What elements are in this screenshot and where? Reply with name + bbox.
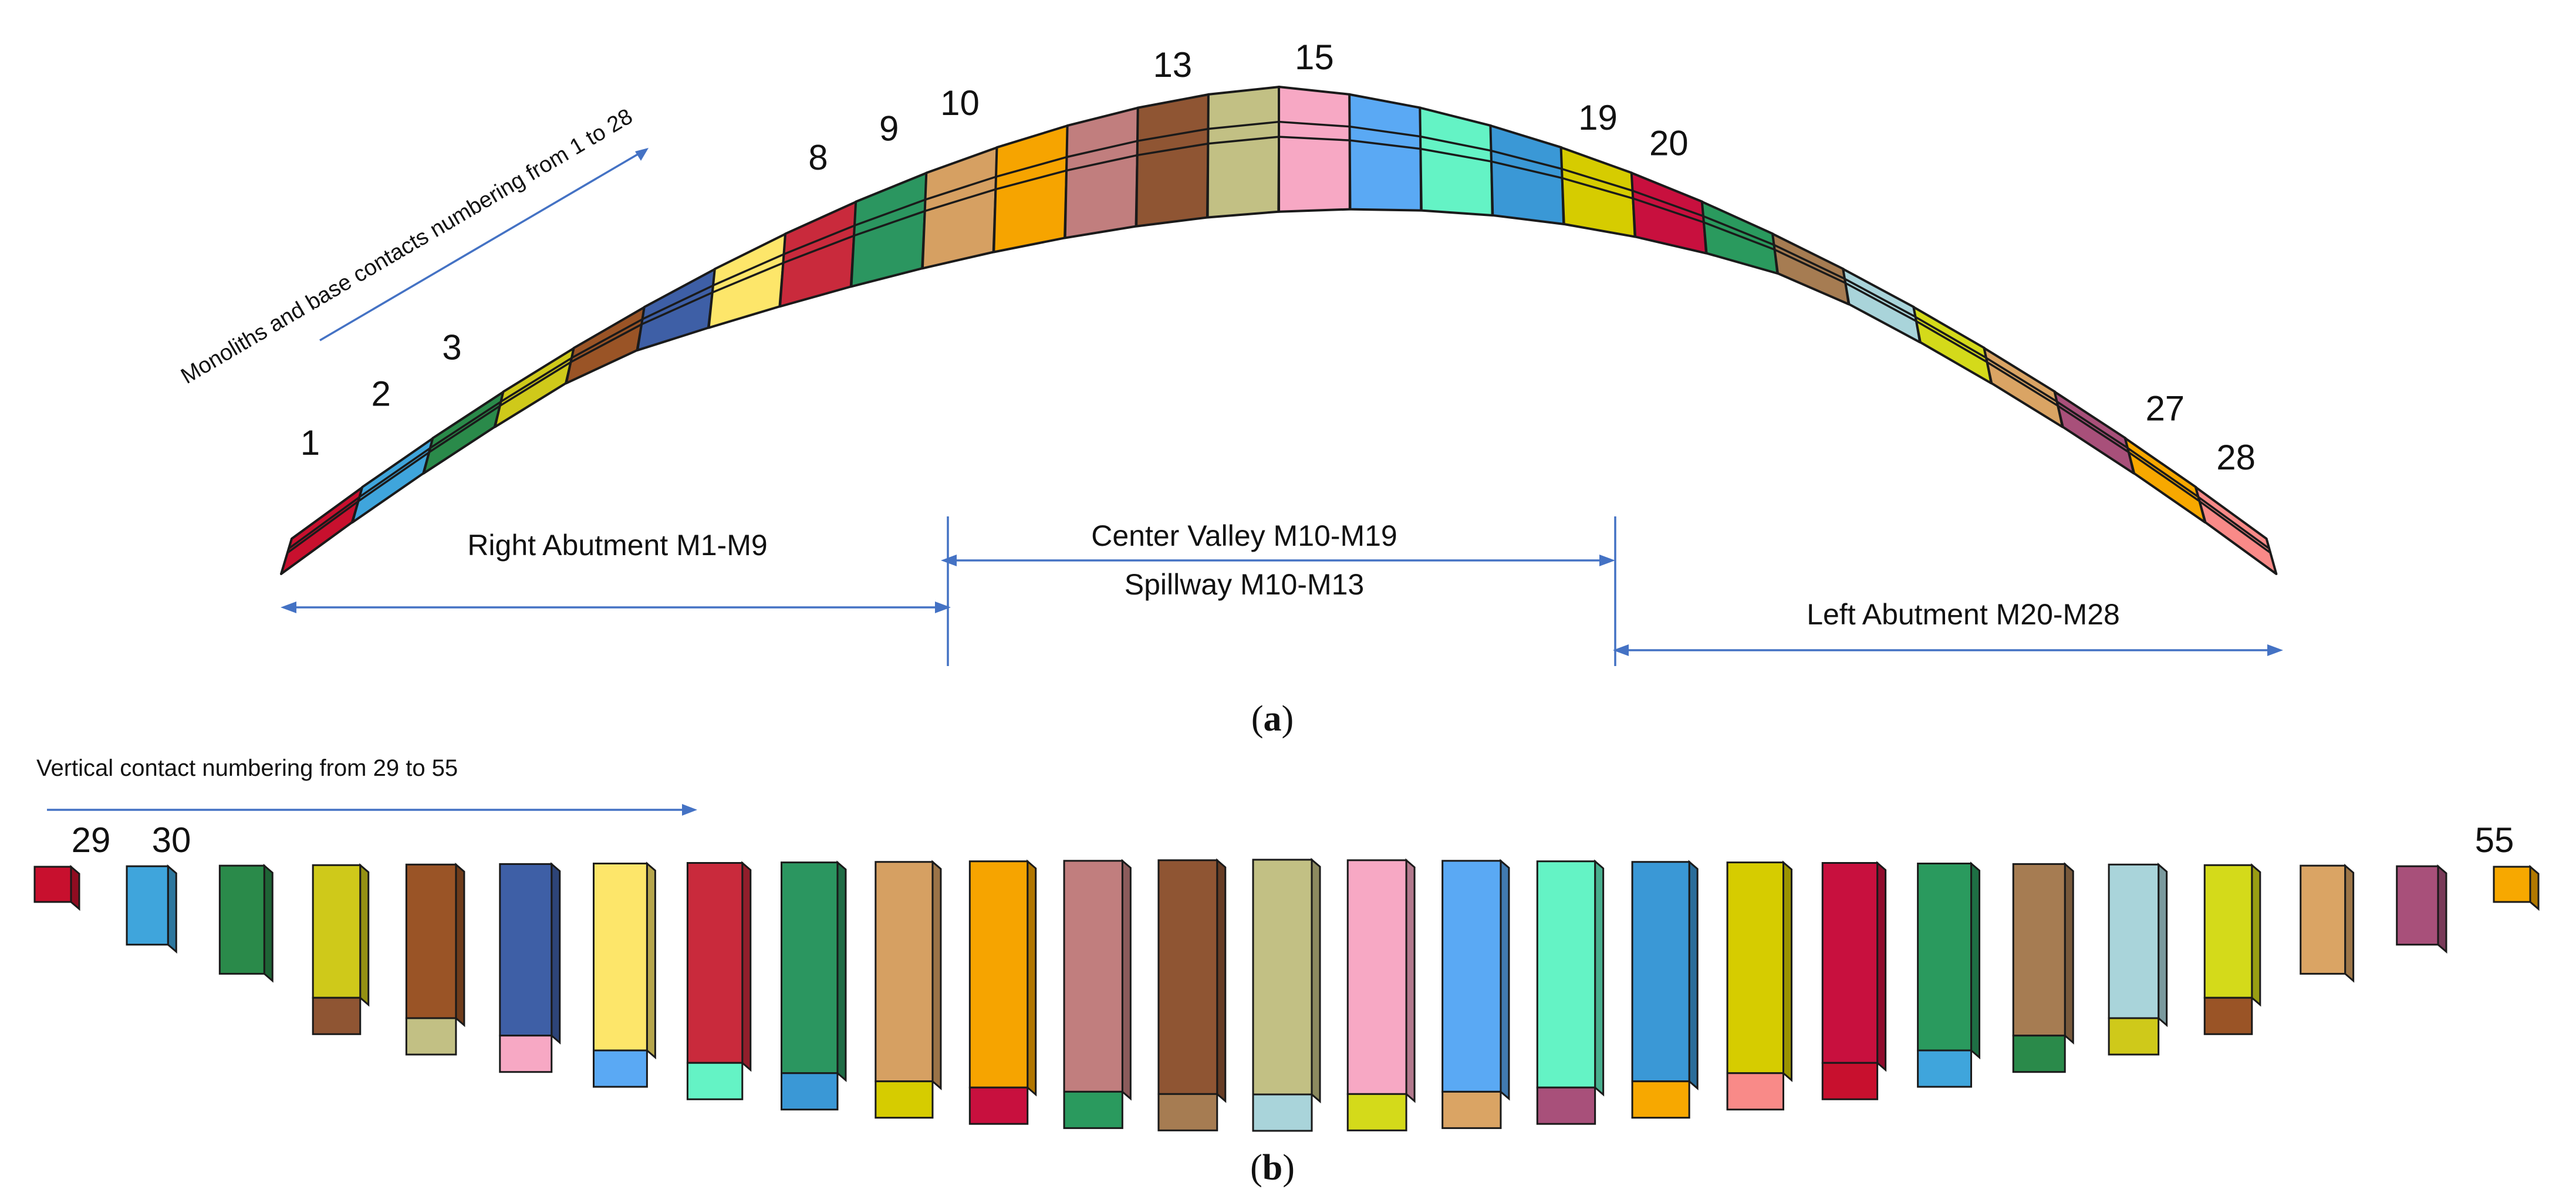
contact-block-47 xyxy=(1726,860,1792,1111)
contact-block-34 xyxy=(499,862,561,1073)
monolith-7 xyxy=(707,232,787,329)
contact-block-49 xyxy=(1917,861,1981,1088)
contact-block-32 xyxy=(312,863,370,1035)
annotation-arrowhead-a xyxy=(635,148,649,161)
monolith-12 xyxy=(1064,106,1140,239)
monolith-group: 1 2 3 8 9 10 13 15 19 20 27 28 xyxy=(280,38,2278,575)
monolith-4 xyxy=(494,347,576,428)
monolith-label-1: 1 xyxy=(301,423,320,462)
monolith-21 xyxy=(1700,200,1779,275)
contact-block-51 xyxy=(2108,863,2168,1056)
monolith-label-20: 20 xyxy=(1649,124,1689,163)
monolith-label-9: 9 xyxy=(879,109,899,148)
monolith-2: 2 xyxy=(351,374,434,524)
monolith-1: 1 xyxy=(280,423,364,575)
panel-b-vertical-contacts: Vertical contact numbering from 29 to 55… xyxy=(33,755,2540,1188)
monolith-6 xyxy=(636,268,717,352)
monolith-label-28: 28 xyxy=(2216,438,2256,477)
monolith-27: 27 xyxy=(2123,389,2206,524)
monolith-11 xyxy=(992,124,1069,254)
center-valley-dimension xyxy=(941,555,1615,566)
monolith-14 xyxy=(1206,86,1281,219)
monolith-10: 10 xyxy=(921,83,999,270)
monolith-24 xyxy=(1912,306,1993,385)
monolith-15: 15 xyxy=(1278,38,1351,213)
contact-block-29 xyxy=(33,864,80,911)
monolith-23 xyxy=(1842,268,1922,344)
contact-block-44 xyxy=(1441,859,1510,1129)
contact-block-43 xyxy=(1346,858,1416,1131)
monolith-label-2: 2 xyxy=(371,374,390,414)
monolith-label-10: 10 xyxy=(940,83,980,123)
contact-block-36 xyxy=(686,861,752,1100)
contact-block-31 xyxy=(218,863,274,983)
monolith-17 xyxy=(1419,106,1494,217)
monolith-19: 19 xyxy=(1559,98,1636,238)
monolith-label-3: 3 xyxy=(442,328,461,367)
annotation-arrowhead-b xyxy=(682,804,697,816)
left-abutment-label: Left Abutment M20-M28 xyxy=(1807,598,2120,631)
monolith-28: 28 xyxy=(2194,438,2278,575)
monolith-9: 9 xyxy=(850,109,928,288)
annotation-text-b: Vertical contact numbering from 29 to 55 xyxy=(36,755,458,781)
monolith-label-27: 27 xyxy=(2145,389,2185,428)
monolith-22 xyxy=(1771,232,1850,306)
spillway-label: Spillway M10-M13 xyxy=(1125,568,1364,601)
contact-block-52 xyxy=(2203,863,2261,1035)
monolith-3: 3 xyxy=(422,328,505,475)
monolith-25 xyxy=(1983,347,2064,428)
monolith-18 xyxy=(1489,124,1565,225)
contact-block-39 xyxy=(968,859,1037,1125)
contact-block-41 xyxy=(1157,858,1227,1131)
contact-label-29: 29 xyxy=(72,820,111,860)
annotation-arrow-a xyxy=(319,150,643,342)
monolith-label-8: 8 xyxy=(808,138,828,177)
contact-block-37 xyxy=(781,860,847,1111)
monolith-5 xyxy=(565,306,646,385)
annotation-text-a: Monoliths and base contacts numbering fr… xyxy=(177,104,637,388)
contact-block-45 xyxy=(1536,859,1605,1125)
contact-block-54 xyxy=(2396,864,2447,954)
contact-block-42 xyxy=(1252,857,1321,1132)
right-abutment-dimension xyxy=(281,602,951,613)
monolith-label-19: 19 xyxy=(1578,98,1618,137)
monolith-13: 13 xyxy=(1135,45,1210,228)
contact-block-33 xyxy=(405,863,465,1056)
monolith-label-15: 15 xyxy=(1295,38,1334,77)
contact-block-30 xyxy=(126,864,177,954)
contact-block-46 xyxy=(1631,860,1699,1119)
contact-block-35 xyxy=(592,861,656,1088)
contact-block-48 xyxy=(1821,861,1887,1100)
contact-block-53 xyxy=(2300,863,2355,983)
caption-a: (a) xyxy=(1251,699,1294,739)
contact-label-30: 30 xyxy=(152,820,191,860)
panel-a-plan-view: 1 2 3 8 9 10 13 15 19 20 27 28 Monoliths and base c… xyxy=(177,38,2283,739)
contact-block-55 xyxy=(2493,864,2540,911)
contact-label-55: 55 xyxy=(2475,820,2514,860)
contact-block-50 xyxy=(2012,862,2074,1073)
monolith-20: 20 xyxy=(1630,124,1707,255)
left-abutment-dimension xyxy=(1613,644,2283,656)
vertical-contact-blocks xyxy=(33,857,2540,1132)
monolith-16 xyxy=(1348,93,1423,212)
monolith-8: 8 xyxy=(779,138,857,308)
monolith-label-13: 13 xyxy=(1153,45,1192,85)
contact-block-38 xyxy=(875,860,942,1119)
caption-b: (b) xyxy=(1250,1148,1295,1188)
right-abutment-label: Right Abutment M1-M9 xyxy=(467,529,767,562)
monolith-26 xyxy=(2053,390,2135,475)
contact-block-40 xyxy=(1063,859,1132,1129)
center-valley-label: Center Valley M10-M19 xyxy=(1091,519,1397,552)
